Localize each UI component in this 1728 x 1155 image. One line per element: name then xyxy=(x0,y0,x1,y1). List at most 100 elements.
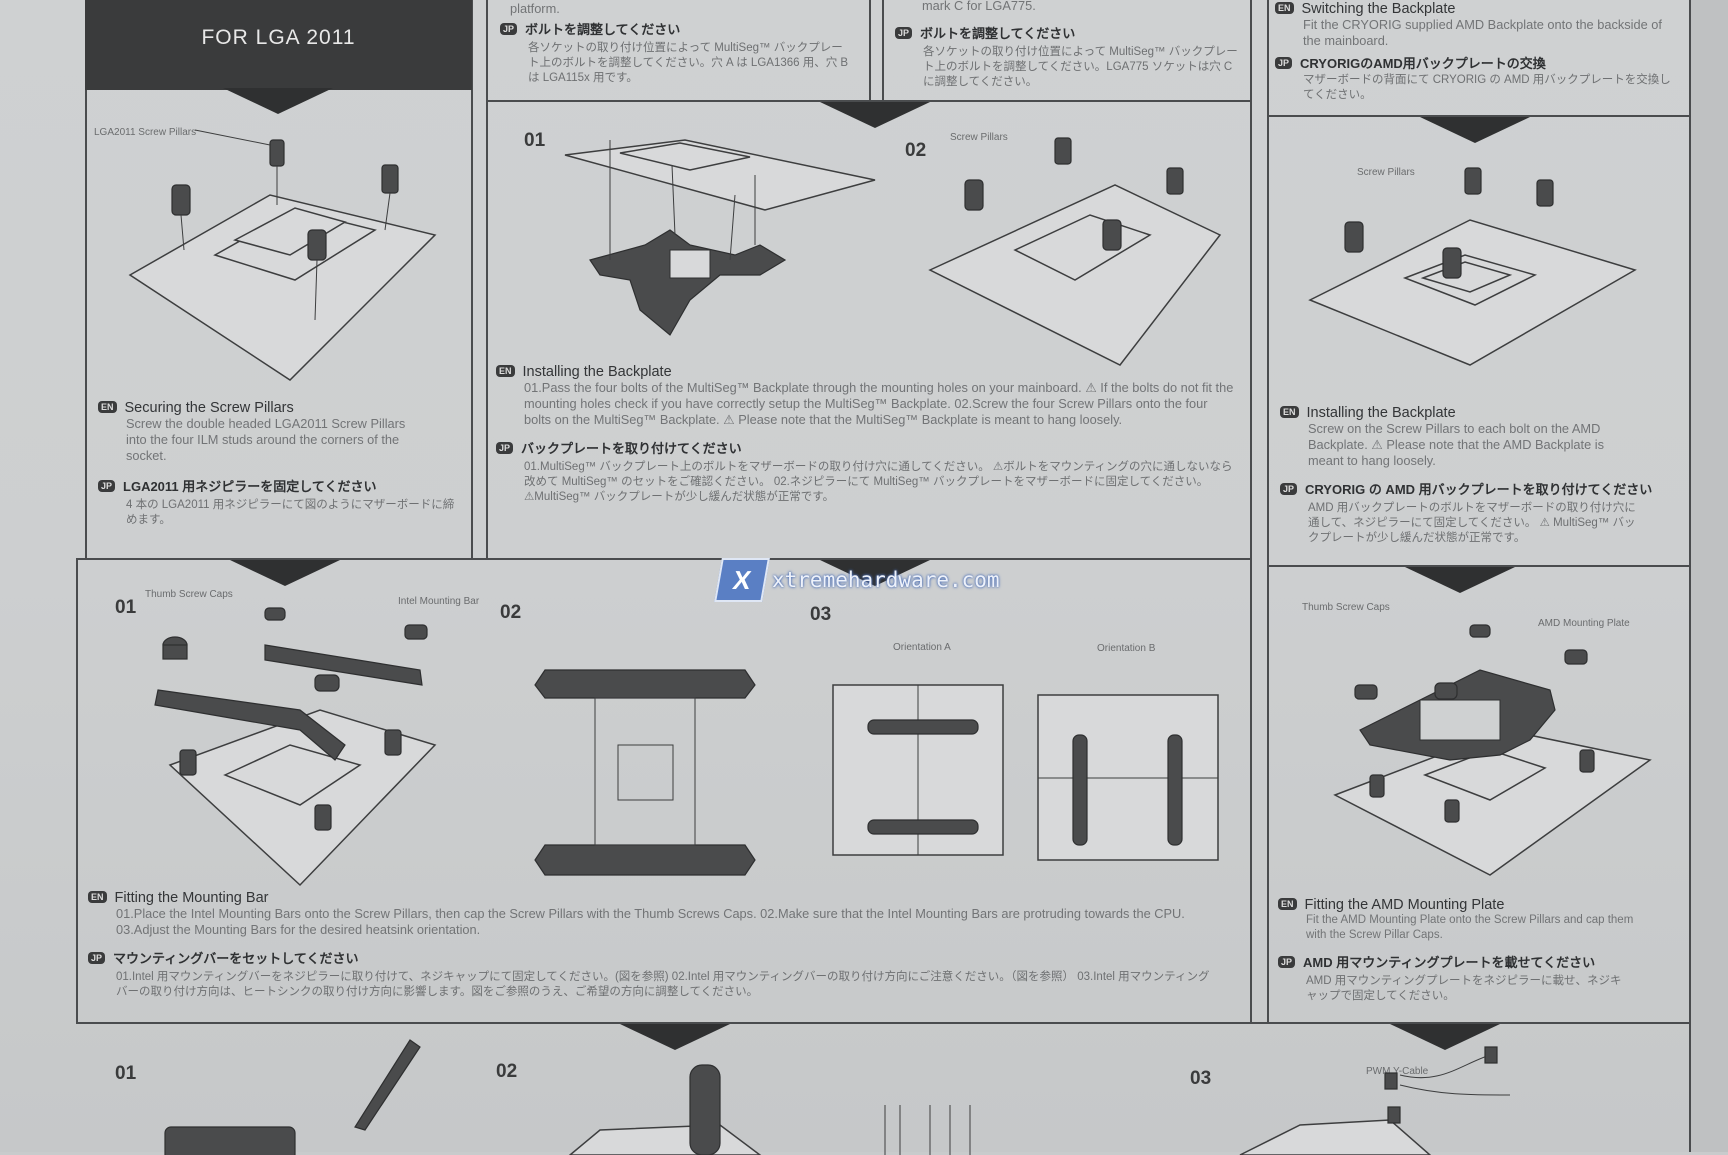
cut-text: platform. xyxy=(510,1,560,16)
en-body: 01.Place the Intel Mounting Bars onto th… xyxy=(116,906,1185,937)
callout-amd-mounting-plate: AMD Mounting Plate xyxy=(1538,618,1630,629)
step-number: 01 xyxy=(524,130,546,151)
en-heading: Securing the Screw Pillars xyxy=(124,400,294,416)
jp-badge: JP xyxy=(1278,956,1296,968)
jp-block-adjust-bolts-1: JP ボルトを調整してください 各ソケットの取り付け位置によって MultiSeg… xyxy=(500,19,850,86)
lga2011-text-block: EN Securing the Screw Pillars Screw the d… xyxy=(98,400,458,528)
jp-heading: AMD 用マウンティングプレートを載せてください xyxy=(1303,955,1596,970)
jp-badge: JP xyxy=(895,27,913,39)
en-badge: EN xyxy=(1278,898,1297,910)
diagram-backplate-pillars xyxy=(928,137,1222,366)
jp-body: 01.Intel 用マウンティングバーをネジピラーに取り付けて、ネジキャップにて… xyxy=(116,971,1210,998)
down-arrow-icon xyxy=(1420,117,1530,143)
label-orientation-a: Orientation A xyxy=(893,642,951,653)
jp-body: 各ソケットの取り付け位置によって MultiSeg™ バックプレート上のボルトを… xyxy=(528,42,849,84)
amd-backplate-text-block: EN Installing the Backplate Screw on the … xyxy=(1280,405,1680,546)
en-badge: EN xyxy=(1275,2,1294,14)
diagram-bottom-steps xyxy=(164,1039,1511,1155)
jp-heading: CRYORIGのAMD用バックプレートの交換 xyxy=(1300,56,1546,71)
divider xyxy=(486,0,488,558)
jp-body: 各ソケットの取り付け位置によって MultiSeg™ バックプレート上のボルトを… xyxy=(923,46,1238,88)
down-arrow-icon xyxy=(820,560,930,586)
down-arrow-icon xyxy=(820,102,930,128)
jp-body: 01.MultiSeg™ バックプレート上のボルトをマザーボードの取り付け穴に通… xyxy=(524,461,1233,503)
step-number: 01 xyxy=(115,597,137,618)
diagram-amd-mounting-plate xyxy=(1333,624,1652,876)
divider xyxy=(471,0,473,558)
diagram-orientation-a xyxy=(832,684,1004,856)
jp-heading: CRYORIG の AMD 用バックプレートを取り付けてください xyxy=(1305,482,1653,497)
divider xyxy=(486,100,1250,102)
jp-heading: ボルトを調整してください xyxy=(920,26,1076,41)
divider xyxy=(85,0,87,558)
header-title: FOR LGA 2011 xyxy=(201,26,356,49)
divider xyxy=(1689,0,1691,1152)
down-arrow-icon xyxy=(620,1024,730,1050)
callout-screw-pillars: Screw Pillars xyxy=(1357,167,1415,178)
jp-body: マザーボードの背面にて CRYORIG の AMD 用バックプレートを交換してく… xyxy=(1303,74,1671,101)
en-heading: Fitting the Mounting Bar xyxy=(114,890,269,906)
en-body: 01.Pass the four bolts of the MultiSeg™ … xyxy=(524,380,1234,427)
diagram-orientation-b xyxy=(1037,694,1219,861)
divider xyxy=(1267,565,1689,567)
step-number: 02 xyxy=(500,602,522,623)
en-body: Fit the AMD Mounting Plate onto the Scre… xyxy=(1306,914,1634,941)
diagram-mounting-bar-top-view xyxy=(534,669,756,876)
watermark: X xtremehardware.com xyxy=(714,558,1000,602)
en-heading: Switching the Backplate xyxy=(1301,1,1456,17)
jp-heading: バックプレートを取り付けてください xyxy=(521,441,742,456)
diagram-mounting-bar xyxy=(154,607,437,887)
jp-body: AMD 用マウンティングプレートをネジピラーに載せ、ネジキャップで固定してくださ… xyxy=(1306,975,1622,1002)
callout-screw-pillars: Screw Pillars xyxy=(950,132,1008,143)
jp-heading: ボルトを調整してください xyxy=(525,22,681,37)
cut-text: mark C for LGA775. xyxy=(922,0,1036,13)
jp-body: 4 本の LGA2011 用ネジピラーにて図のようにマザーボードに締めます。 xyxy=(126,499,455,526)
watermark-logo-icon: X xyxy=(714,558,770,602)
down-arrow-icon xyxy=(1390,1024,1500,1050)
down-arrow-icon xyxy=(223,88,333,114)
step-number: 02 xyxy=(905,140,927,161)
jp-body: AMD 用バックプレートのボルトをマザーボードの取り付け穴に通して、ネジピラーに… xyxy=(1308,502,1636,544)
divider xyxy=(1267,0,1269,1022)
en-body: Screw the double headed LGA2011 Screw Pi… xyxy=(126,416,406,463)
en-heading: Installing the Backplate xyxy=(1306,405,1456,421)
paper-edge xyxy=(1690,0,1728,1152)
divider xyxy=(1267,115,1689,117)
divider xyxy=(1250,0,1252,1022)
step-number: 03 xyxy=(810,604,832,625)
en-badge: EN xyxy=(98,401,117,413)
jp-badge: JP xyxy=(500,23,518,35)
callout-thumb-screw-caps: Thumb Screw Caps xyxy=(1302,602,1390,613)
diagram-lga2011-pillars xyxy=(128,129,437,381)
jp-block-adjust-bolts-2: JP ボルトを調整してください 各ソケットの取り付け位置によって MultiSeg… xyxy=(895,23,1245,90)
watermark-text: xtremehardware.com xyxy=(772,568,1000,592)
en-badge: EN xyxy=(496,365,515,377)
step-number: 01 xyxy=(115,1063,137,1084)
divider xyxy=(76,1022,1689,1024)
diagram-amd-backplate xyxy=(1308,167,1637,366)
jp-badge: JP xyxy=(1280,483,1298,495)
label-orientation-b: Orientation B xyxy=(1097,643,1156,654)
en-body: Screw on the Screw Pillars to each bolt … xyxy=(1308,421,1605,468)
en-badge: EN xyxy=(1280,406,1299,418)
callout-intel-mounting-bar: Intel Mounting Bar xyxy=(398,596,480,607)
mounting-bar-text-block: EN Fitting the Mounting Bar 01.Place the … xyxy=(88,890,1238,1000)
jp-badge: JP xyxy=(496,442,514,454)
down-arrow-icon xyxy=(230,560,340,586)
callout-lga2011-screw-pillars: LGA2011 Screw Pillars xyxy=(94,127,197,138)
jp-badge: JP xyxy=(1275,57,1293,69)
divider xyxy=(869,0,871,100)
en-badge: EN xyxy=(88,891,107,903)
down-arrow-icon xyxy=(1405,567,1515,593)
diagram-backplate-insert xyxy=(564,139,876,336)
divider xyxy=(882,0,884,100)
step-number: 03 xyxy=(1190,1068,1212,1089)
jp-badge: JP xyxy=(98,480,116,492)
lga2011-header: FOR LGA 2011 xyxy=(85,0,472,90)
step-number: 02 xyxy=(496,1061,518,1082)
en-heading: Fitting the AMD Mounting Plate xyxy=(1304,897,1505,913)
jp-heading: LGA2011 用ネジピラーを固定してください xyxy=(123,479,377,494)
divider xyxy=(76,558,1250,560)
en-heading: Installing the Backplate xyxy=(522,364,672,380)
